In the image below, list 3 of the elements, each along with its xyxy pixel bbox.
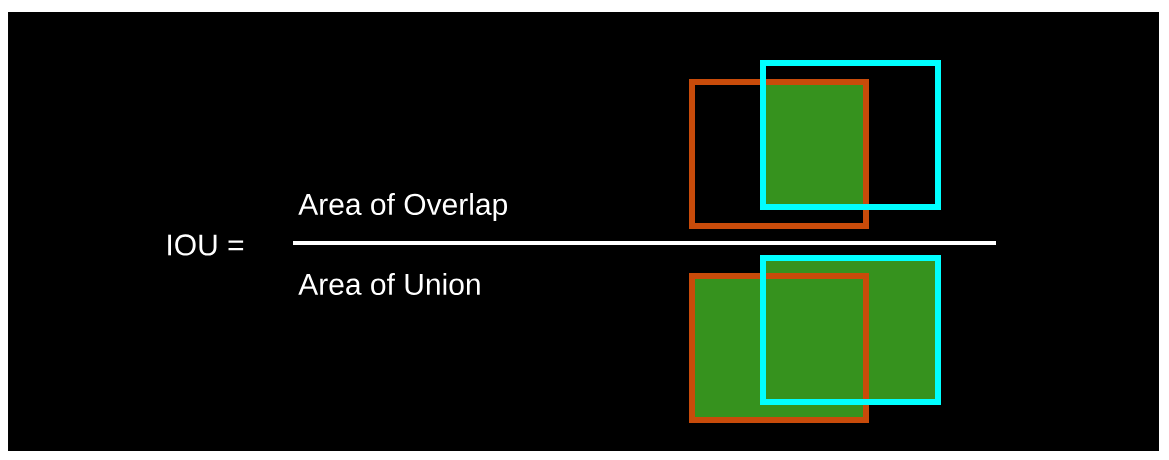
denominator-label: Area of Union <box>298 273 480 295</box>
numerator-label: Area of Overlap <box>298 193 507 221</box>
equation-label: IOU = <box>168 234 244 256</box>
